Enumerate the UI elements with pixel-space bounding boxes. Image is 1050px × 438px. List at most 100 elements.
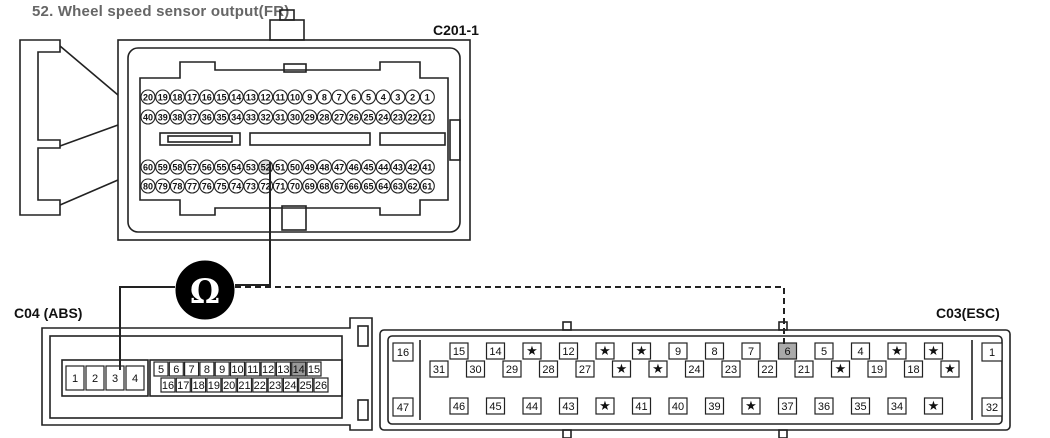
c201-pin-12: 12 bbox=[258, 89, 274, 105]
c03-pin-18: 18 bbox=[903, 360, 924, 378]
svg-text:55: 55 bbox=[216, 163, 226, 173]
c04-pin-16: 16 bbox=[160, 377, 176, 393]
c04-pin-7: 7 bbox=[184, 361, 200, 377]
svg-text:76: 76 bbox=[202, 182, 212, 192]
svg-text:77: 77 bbox=[187, 182, 197, 192]
c201-pin-15: 15 bbox=[213, 89, 230, 105]
svg-text:42: 42 bbox=[408, 163, 418, 173]
c201-pin-60: 60 bbox=[140, 159, 156, 175]
svg-text:36: 36 bbox=[202, 113, 212, 123]
svg-text:59: 59 bbox=[158, 163, 168, 173]
svg-text:7: 7 bbox=[189, 364, 195, 376]
svg-text:15: 15 bbox=[216, 93, 226, 103]
c201-pin-9: 9 bbox=[302, 89, 318, 105]
c03-pin-21: 21 bbox=[794, 360, 814, 378]
svg-text:15: 15 bbox=[308, 364, 320, 376]
c04-pin-10: 10 bbox=[229, 361, 246, 377]
c03-pin-7: 7 bbox=[741, 342, 761, 360]
svg-text:44: 44 bbox=[526, 401, 538, 413]
svg-text:51: 51 bbox=[275, 163, 285, 173]
svg-text:26: 26 bbox=[349, 113, 359, 123]
c201-pin-16: 16 bbox=[199, 89, 215, 105]
svg-text:60: 60 bbox=[143, 163, 153, 173]
c201-pin-27: 27 bbox=[331, 109, 347, 125]
c03-blank-pin: ★ bbox=[887, 342, 907, 360]
svg-text:24: 24 bbox=[378, 113, 388, 123]
svg-text:32: 32 bbox=[986, 402, 998, 414]
svg-text:★: ★ bbox=[944, 361, 956, 376]
svg-text:65: 65 bbox=[363, 182, 373, 192]
c03-pin-39: 39 bbox=[704, 397, 725, 415]
svg-text:54: 54 bbox=[231, 163, 241, 173]
c201-pin-18: 18 bbox=[169, 89, 185, 105]
c04-pin-5: 5 bbox=[153, 361, 169, 377]
c03-pin-43: 43 bbox=[558, 397, 579, 415]
svg-text:4: 4 bbox=[381, 93, 386, 103]
c201-pin-26: 26 bbox=[346, 109, 362, 125]
c03-pin-46: 46 bbox=[449, 397, 469, 415]
c201-pin-76: 76 bbox=[199, 178, 215, 194]
svg-text:★: ★ bbox=[599, 398, 611, 413]
c201-pin-79: 79 bbox=[155, 178, 171, 194]
svg-text:11: 11 bbox=[247, 364, 258, 376]
c201-pin-30: 30 bbox=[287, 109, 303, 125]
c201-pin-78: 78 bbox=[169, 178, 185, 194]
c201-pin-59: 59 bbox=[155, 159, 171, 175]
svg-text:50: 50 bbox=[290, 163, 300, 173]
c03-pin-5: 5 bbox=[814, 342, 834, 360]
svg-text:22: 22 bbox=[254, 380, 266, 392]
ohmmeter-icon bbox=[175, 260, 235, 320]
c03-pin-32: 32 bbox=[981, 397, 1003, 417]
ohm-symbol: Ω bbox=[190, 272, 220, 312]
c201-pin-13: 13 bbox=[243, 89, 259, 105]
c201-pin-49: 49 bbox=[302, 159, 318, 175]
c201-pin-8: 8 bbox=[316, 89, 332, 105]
c201-pin-65: 65 bbox=[360, 178, 377, 194]
svg-text:43: 43 bbox=[562, 401, 574, 413]
svg-text:★: ★ bbox=[745, 398, 757, 413]
c03-pin-30: 30 bbox=[465, 360, 486, 378]
svg-text:13: 13 bbox=[246, 93, 256, 103]
svg-text:21: 21 bbox=[798, 364, 810, 376]
c03-pin-44: 44 bbox=[522, 397, 542, 415]
c201-pin-47: 47 bbox=[331, 159, 347, 175]
svg-text:20: 20 bbox=[223, 380, 235, 392]
svg-text:47: 47 bbox=[334, 163, 344, 173]
c201-pin-4: 4 bbox=[375, 89, 391, 105]
svg-text:9: 9 bbox=[307, 93, 312, 103]
c201-pin-62: 62 bbox=[405, 178, 421, 194]
c201-pin-40: 40 bbox=[140, 109, 156, 125]
svg-text:★: ★ bbox=[599, 343, 611, 358]
svg-text:16: 16 bbox=[397, 347, 409, 359]
svg-text:8: 8 bbox=[204, 364, 210, 376]
svg-text:★: ★ bbox=[891, 343, 903, 358]
svg-text:14: 14 bbox=[489, 346, 501, 358]
svg-text:39: 39 bbox=[708, 401, 720, 413]
c201-pin-20: 20 bbox=[140, 89, 156, 105]
svg-text:23: 23 bbox=[725, 364, 737, 376]
c04-pin-2: 2 bbox=[85, 365, 105, 391]
c03-blank-pin: ★ bbox=[830, 360, 851, 378]
svg-text:21: 21 bbox=[238, 380, 250, 392]
svg-text:18: 18 bbox=[907, 364, 919, 376]
svg-text:9: 9 bbox=[675, 346, 681, 358]
svg-text:★: ★ bbox=[835, 361, 847, 376]
svg-text:80: 80 bbox=[143, 182, 153, 192]
svg-text:69: 69 bbox=[305, 182, 315, 192]
c201-pin-43: 43 bbox=[390, 159, 406, 175]
svg-text:36: 36 bbox=[818, 401, 830, 413]
c03-pin-12: 12 bbox=[558, 342, 579, 360]
c201-pin-71: 71 bbox=[272, 178, 288, 194]
c03-blank-pin: ★ bbox=[923, 397, 944, 415]
svg-text:★: ★ bbox=[928, 343, 940, 358]
svg-text:4: 4 bbox=[132, 373, 138, 385]
svg-text:25: 25 bbox=[300, 380, 312, 392]
c04-pin-24: 24 bbox=[282, 377, 298, 393]
c04-pin-21: 21 bbox=[236, 377, 253, 393]
svg-text:6: 6 bbox=[784, 346, 790, 358]
c201-pin-7: 7 bbox=[331, 89, 347, 105]
svg-text:3: 3 bbox=[112, 373, 118, 385]
c201-pin-80: 80 bbox=[140, 178, 156, 194]
c201-pin-10: 10 bbox=[287, 89, 303, 105]
